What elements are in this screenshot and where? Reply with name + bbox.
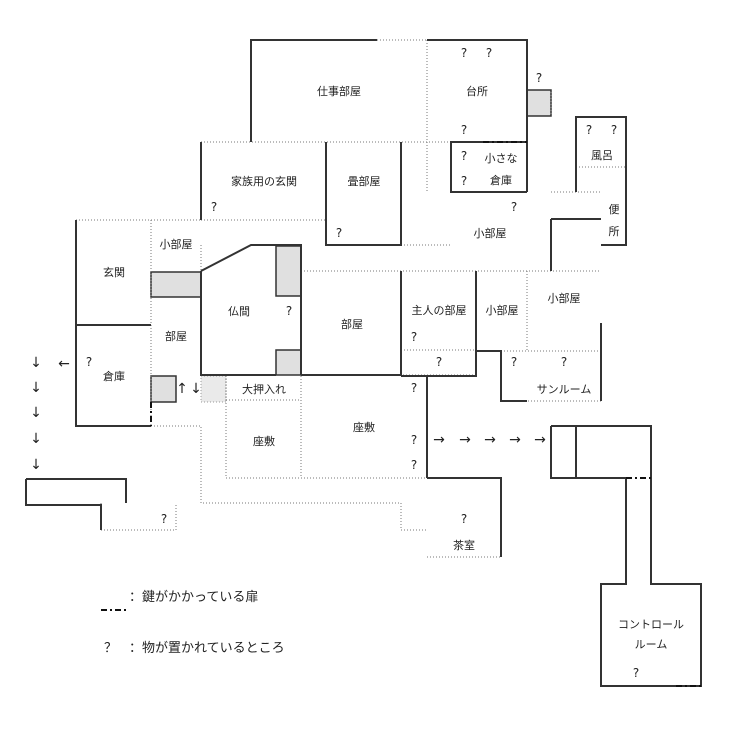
label-small-room-top: 小部屋 [474, 226, 507, 240]
arrow-right: → [484, 432, 496, 448]
kitchen-fixture [526, 89, 552, 117]
marker: ? [536, 71, 542, 85]
arrow-right: → [433, 432, 445, 448]
marker: ? [336, 226, 342, 240]
label-zashiki-right: 座敷 [353, 420, 375, 434]
marker: ? [161, 512, 167, 526]
marker: ? [411, 458, 417, 472]
label-toilet-2: 所 [609, 225, 620, 238]
arrow-down: ↓ [30, 355, 42, 371]
label-tatami-room: 畳部屋 [348, 174, 381, 188]
label-kitchen: 台所 [466, 84, 488, 98]
arrow-down: ↓ [190, 381, 202, 397]
legend-locked-door-text: ：鍵がかかっている扉 [129, 589, 258, 605]
butsuma-fixture-top [275, 245, 302, 297]
label-small-storage-2: 倉庫 [490, 173, 512, 187]
marker: ? [211, 200, 217, 214]
arrow-down: ↓ [30, 457, 42, 473]
marker: ? [561, 355, 567, 369]
walls [25, 39, 702, 687]
arrow-down: ↓ [30, 405, 42, 421]
arrow-down: ↓ [30, 380, 42, 396]
item-markers: ? ? ? ? ? ? ? ? ? ? ? ? ? ? ? ? ? ? ? ? … [86, 46, 639, 680]
marker: ? [611, 123, 617, 137]
label-tea-room: 茶室 [453, 538, 475, 552]
stair-left [150, 375, 177, 403]
label-small-storage-1: 小さな [485, 152, 518, 165]
stair-right [200, 375, 227, 403]
marker: ? [461, 46, 467, 60]
legend: ：鍵がかかっている扉 ？ ：物が置かれているところ [101, 589, 285, 656]
marker: ? [436, 355, 442, 369]
legend-item-text: ：物が置かれているところ [129, 641, 285, 656]
label-room-center: 部屋 [341, 317, 363, 331]
label-butsuma: 仏間 [228, 305, 250, 318]
arrow-left: ← [58, 356, 70, 372]
butsuma-fixture-bottom [275, 349, 302, 376]
label-small-room-mid: 小部屋 [486, 303, 519, 317]
arrow-up: ↑ [176, 381, 188, 397]
label-storehouse: 倉庫 [103, 369, 125, 383]
left-fixture [150, 271, 202, 298]
arrow-right: → [459, 432, 471, 448]
marker: ? [633, 666, 639, 680]
label-entrance: 玄関 [103, 265, 125, 279]
label-bath: 風呂 [591, 149, 613, 162]
label-sunroom: サンルーム [537, 383, 592, 396]
locked-doors [150, 141, 701, 687]
arrow-right: → [509, 432, 521, 448]
marker: ? [86, 355, 92, 369]
marker: ? [411, 381, 417, 395]
label-control-room-2: ルーム [635, 638, 668, 651]
marker: ? [511, 355, 517, 369]
marker: ? [461, 174, 467, 188]
legend-item-marker: ？ [104, 641, 117, 656]
arrow-right: → [534, 432, 546, 448]
marker: ? [586, 123, 592, 137]
arrow-down: ↓ [30, 431, 42, 447]
arrows: ← ↓ ↓ ↓ ↓ ↓ ↑ ↓ → → → → → [30, 355, 546, 473]
marker: ? [286, 304, 292, 318]
label-family-entrance: 家族用の玄関 [231, 174, 297, 188]
label-room-left: 部屋 [165, 329, 187, 343]
label-work-room: 仕事部屋 [317, 84, 361, 98]
dotted-dividers [76, 39, 626, 558]
label-zashiki-left: 座敷 [253, 434, 275, 448]
label-toilet-1: 便 [609, 203, 620, 216]
marker: ? [486, 46, 492, 60]
marker: ? [511, 200, 517, 214]
label-control-room-1: コントロール [618, 618, 684, 631]
marker: ? [461, 149, 467, 163]
label-master-room: 主人の部屋 [412, 303, 467, 317]
marker: ? [461, 123, 467, 137]
marker: ? [461, 512, 467, 526]
label-small-room-right: 小部屋 [548, 291, 581, 305]
label-big-closet: 大押入れ [242, 382, 286, 396]
marker: ? [411, 330, 417, 344]
room-labels: 仕事部屋 台所 風呂 家族用の玄関 畳部屋 小さな 倉庫 小部屋 便 所 玄関 … [103, 84, 684, 651]
marker: ? [411, 433, 417, 447]
label-small-room-left: 小部屋 [160, 237, 193, 251]
